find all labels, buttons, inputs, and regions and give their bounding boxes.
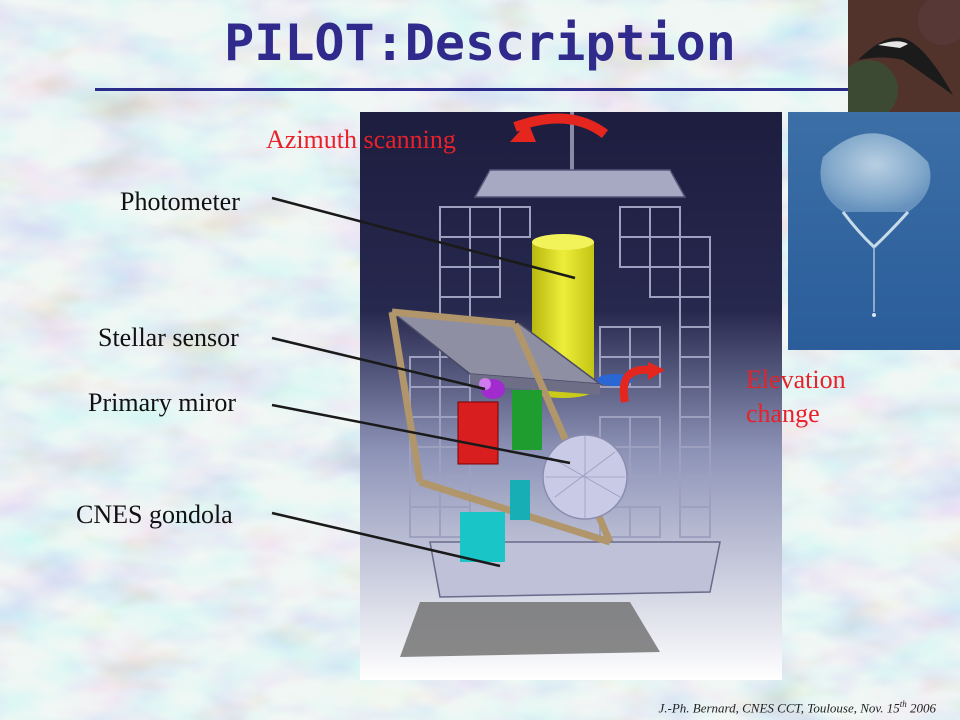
elevation-change-label: Elevation change xyxy=(746,363,846,431)
primary-miror-label: Primary miror xyxy=(88,388,237,417)
stellar-sensor-label: Stellar sensor xyxy=(98,323,239,352)
gondola-diagram xyxy=(360,112,782,680)
azimuth-scanning-label: Azimuth scanning xyxy=(266,125,456,154)
cnes-gondola-label: CNES gondola xyxy=(76,500,233,529)
page-title: PILOT:Description xyxy=(224,14,736,72)
footer-text: J.-Ph. Bernard, CNES CCT, Toulouse, Nov.… xyxy=(658,700,900,715)
footer-credit: J.-Ph. Bernard, CNES CCT, Toulouse, Nov.… xyxy=(659,699,937,716)
title-underline xyxy=(95,88,855,91)
manta-ray-image xyxy=(848,0,960,112)
footer-year: 2006 xyxy=(906,700,936,715)
footer-superscript: th xyxy=(899,698,907,709)
elevation-line-1: Elevation xyxy=(746,365,846,394)
photometer-label: Photometer xyxy=(120,187,240,216)
balloon-photo xyxy=(788,112,960,350)
elevation-line-2: change xyxy=(746,399,820,428)
